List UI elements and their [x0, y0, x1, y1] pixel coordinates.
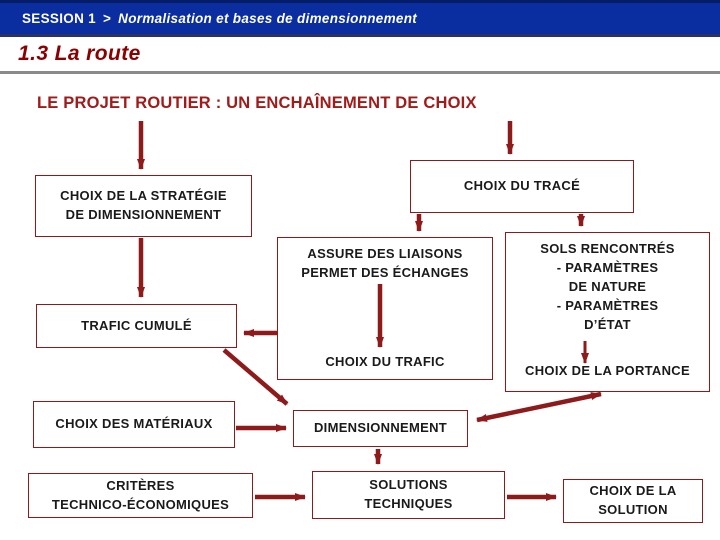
- node-label: CRITÈRES: [106, 477, 175, 493]
- session-header-bar: SESSION 1 > Normalisation et bases de di…: [0, 0, 720, 37]
- node-label: CHOIX DE LA: [589, 483, 677, 499]
- node-choix-solution: CHOIX DE LA SOLUTION: [563, 479, 703, 523]
- node-label: DE NATURE: [568, 279, 647, 294]
- diagram-title: LE PROJET ROUTIER : UN ENCHAÎNEMENT DE C…: [37, 94, 477, 112]
- node-label: PERMET DES ÉCHANGES: [301, 264, 469, 280]
- node-label: CHOIX DU TRACÉ: [463, 178, 581, 194]
- header-separator: >: [102, 11, 112, 26]
- node-label: - PARAMÈTRES: [556, 298, 659, 313]
- node-label: TRAFIC CUMULÉ: [81, 317, 192, 333]
- node-liaisons-trafic: ASSURE DES LIAISONS PERMET DES ÉCHANGES …: [277, 237, 493, 380]
- node-choix-strategie: CHOIX DE LA STRATÉGIE DE DIMENSIONNEMENT: [35, 175, 252, 237]
- node-label: SOLUTION: [598, 502, 668, 517]
- node-trafic-cumule: TRAFIC CUMULÉ: [36, 304, 237, 348]
- node-label-choix-du-trafic: CHOIX DU TRAFIC: [325, 354, 445, 370]
- node-dimensionnement: DIMENSIONNEMENT: [293, 410, 468, 447]
- node-label: - PARAMÈTRES: [556, 260, 659, 275]
- node-label-group: ASSURE DES LIAISONS PERMET DES ÉCHANGES: [301, 245, 469, 283]
- node-label-choix-portance: CHOIX DE LA PORTANCE: [525, 363, 690, 378]
- node-choix-materiaux: CHOIX DES MATÉRIAUX: [33, 401, 235, 448]
- page-title: 1.3 La route: [18, 42, 141, 65]
- node-label: SOLS RENCONTRÉS: [540, 241, 675, 256]
- section-divider: [0, 71, 720, 74]
- node-criteres-technico-economiques: CRITÈRES TECHNICO-ÉCONOMIQUES: [28, 473, 253, 518]
- page-title-bar: 1.3 La route: [0, 37, 720, 71]
- node-label: CHOIX DE LA STRATÉGIE: [60, 188, 227, 204]
- node-label: TECHNIQUES: [364, 496, 453, 511]
- node-label: DE DIMENSIONNEMENT: [65, 207, 222, 222]
- node-label: ASSURE DES LIAISONS: [307, 246, 463, 261]
- flow-arrow-portance-to-dimensionnement: [476, 391, 602, 423]
- node-label: SOLUTIONS: [369, 477, 448, 493]
- node-label: TECHNICO-ÉCONOMIQUES: [51, 496, 230, 512]
- node-choix-du-trace: CHOIX DU TRACÉ: [410, 160, 634, 213]
- header-subtitle: Normalisation et bases de dimensionnemen…: [118, 11, 418, 26]
- node-sols-portance: SOLS RENCONTRÉS - PARAMÈTRES DE NATURE -…: [505, 232, 710, 392]
- node-label: CHOIX DES MATÉRIAUX: [55, 416, 213, 432]
- session-label: SESSION 1: [22, 11, 96, 26]
- node-label: D’ÉTAT: [584, 317, 631, 332]
- node-label: DIMENSIONNEMENT: [313, 420, 448, 436]
- node-solutions-techniques: SOLUTIONS TECHNIQUES: [312, 471, 505, 519]
